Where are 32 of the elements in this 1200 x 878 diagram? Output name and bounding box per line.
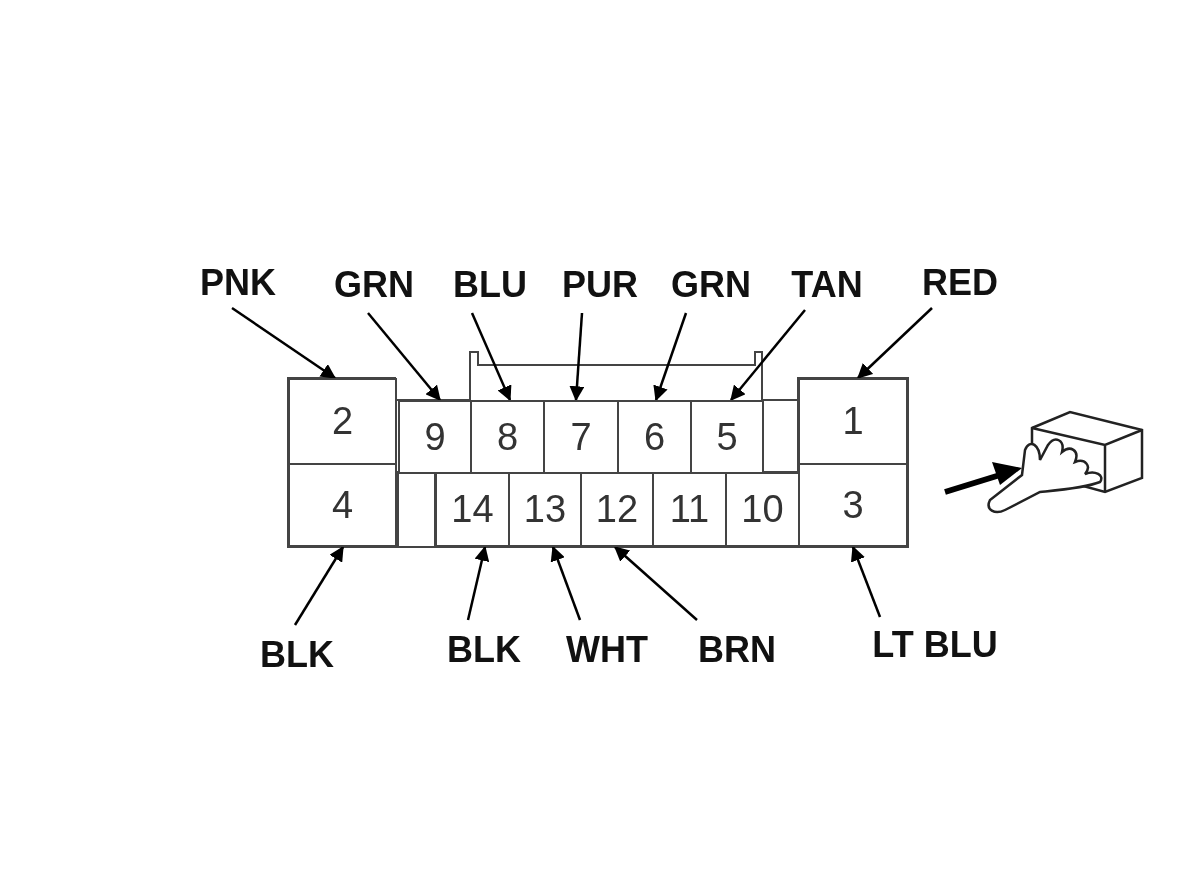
arrow bbox=[466, 545, 490, 621]
wire-color-label: BLK bbox=[242, 635, 352, 675]
pin-cavity: 1 bbox=[798, 378, 908, 465]
arrow bbox=[550, 545, 582, 621]
pin-cavity: 4 bbox=[288, 463, 397, 547]
pin-cavity: 14 bbox=[435, 472, 510, 547]
pin-cavity: 2 bbox=[288, 378, 397, 465]
arrow bbox=[653, 312, 688, 402]
arrow bbox=[367, 312, 441, 401]
arrow bbox=[293, 545, 345, 626]
pin-cavity: 10 bbox=[725, 472, 800, 547]
pin-cavity: 5 bbox=[690, 400, 764, 474]
arrow bbox=[730, 309, 806, 401]
wire-color-label: RED bbox=[905, 263, 1015, 303]
arrow bbox=[614, 546, 698, 621]
wire-color-label: TAN bbox=[772, 265, 882, 305]
wire-color-label: BLK bbox=[429, 630, 539, 670]
arrow bbox=[850, 545, 882, 618]
arrow bbox=[470, 312, 512, 402]
wire-color-label: PNK bbox=[183, 263, 293, 303]
wire-color-label: BLU bbox=[435, 265, 545, 305]
wire-color-label: PUR bbox=[545, 265, 655, 305]
pin-cavity: 9 bbox=[398, 400, 472, 474]
wire-color-label: LT BLU bbox=[860, 625, 1010, 665]
arrow bbox=[231, 306, 337, 380]
wire-color-label: GRN bbox=[319, 265, 429, 305]
arrow bbox=[569, 312, 585, 402]
pin-cavity: 3 bbox=[798, 463, 908, 547]
wire-color-label: BRN bbox=[682, 630, 792, 670]
wire-color-label: WHT bbox=[552, 630, 662, 670]
arrow bbox=[857, 307, 933, 379]
wire-color-label: GRN bbox=[656, 265, 766, 305]
